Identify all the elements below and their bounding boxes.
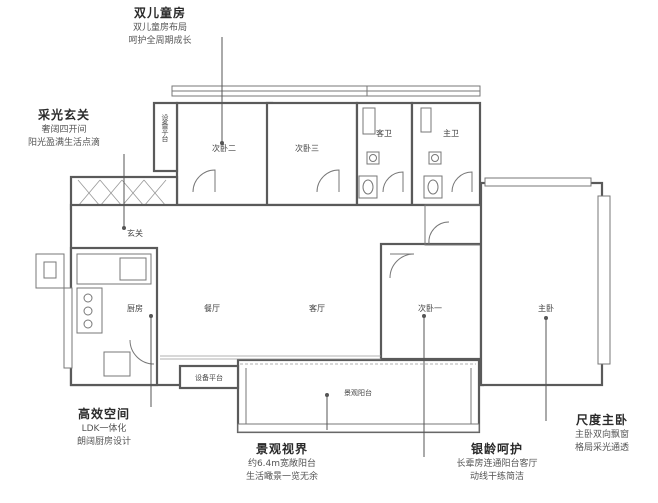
annotation-view: 景观视界 约6.4m宽敞阳台 生活瞰景一览无余 [226,441,338,484]
room-bedroom2: 次卧二 [212,143,236,153]
annotation-view-line2: 生活瞰景一览无余 [245,472,318,483]
guest-bath-outline [355,101,414,207]
annotation-elderly-care-line1: 长辈房连通阳台客厅 [456,459,538,470]
bedroom3-outline [265,101,359,207]
room-kitchen: 厨房 [127,303,143,313]
annotation-elderly-care-title: 银龄呵护 [470,442,523,456]
room-equipment-top: 设备平台 [161,113,169,143]
annotation-foyer-light-line2: 阳光盈满生活点滴 [27,138,100,149]
room-foyer: 玄关 [127,228,143,238]
annotation-foyer-light: 采光玄关 奢阔四开间 阳光盈满生活点滴 [14,107,114,150]
room-master-bath: 主卫 [443,128,459,138]
master-bath-outline [410,101,482,207]
annotation-foyer-light-line1: 奢阔四开间 [41,125,87,136]
annotation-view-title: 景观视界 [255,442,308,456]
annotation-efficient-space: 高效空间 LDK一体化 朗阔厨房设计 [56,406,152,449]
kitchen-outline [69,246,159,387]
annotation-master-suite-line2: 格局采光通透 [574,443,629,454]
annotation-efficient-space-line2: 朗阔厨房设计 [76,437,131,448]
room-bedroom3: 次卧三 [295,143,319,153]
equipment-platform-bottom [178,364,240,390]
room-master-bedroom: 主卧 [538,303,554,313]
annotation-master-suite: 尺度主卧 主卧双向飘窗 格局采光通透 [552,412,652,455]
annotation-kids-room-line1: 双儿童房布局 [132,23,187,34]
room-equipment-bottom: 设备平台 [195,373,223,382]
annotation-kids-room-title: 双儿童房 [133,6,186,20]
annotation-master-suite-title: 尺度主卧 [575,413,628,427]
annotation-master-suite-line1: 主卧双向飘窗 [574,430,629,441]
annotation-elderly-care-line2: 动线干练简洁 [469,472,524,483]
room-living: 客厅 [309,303,325,313]
annotation-elderly-care: 银龄呵护 长辈房连通阳台客厅 动线干练简洁 [438,441,556,484]
leader-lines [122,37,548,457]
master-bedroom-outline [479,181,604,387]
annotation-foyer-light-title: 采光玄关 [37,108,90,122]
room-balcony: 景观阳台 [344,388,372,397]
room-bedroom1: 次卧一 [418,303,442,313]
bedroom1-outline [379,242,483,361]
bedroom2-outline [175,101,274,207]
room-guest-bath: 客卫 [376,128,392,138]
equipment-platform-top [152,101,179,173]
annotation-efficient-space-line1: LDK一体化 [81,424,127,435]
annotation-kids-room-line2: 呵护全周期成长 [128,36,192,47]
master-bay-window-side [597,195,611,365]
annotation-kids-room: 双儿童房 双儿童房布局 呵护全周期成长 [112,5,208,48]
balcony-outline [236,358,481,434]
room-dining: 餐厅 [204,304,220,313]
master-bay-window-top [484,177,592,187]
annotation-efficient-space-title: 高效空间 [77,407,130,421]
annotation-view-line1: 约6.4m宽敞阳台 [247,459,317,470]
